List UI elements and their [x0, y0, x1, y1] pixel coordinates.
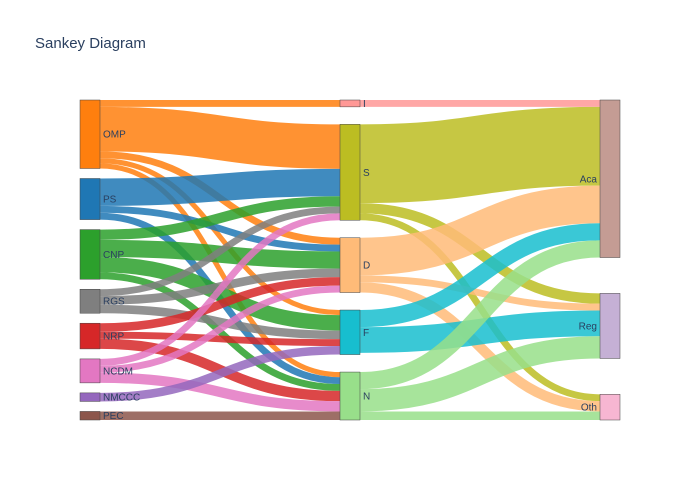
node-label-cnp: CNP — [103, 250, 124, 261]
chart-title: Sankey Diagram — [35, 35, 146, 52]
node-omp — [79, 99, 101, 169]
node-label-nrp: NRP — [103, 332, 124, 343]
node-label-nmccc: NMCCC — [103, 393, 140, 404]
link-nmccc-to-f — [99, 345, 341, 402]
link-nrp-to-d — [99, 277, 341, 332]
link-ps-to-s — [99, 168, 341, 206]
node-ncdm — [79, 358, 101, 384]
node-label-rgs: RGS — [103, 297, 125, 308]
node-rgs — [79, 288, 101, 314]
node-label-d: D — [363, 261, 370, 272]
node-nmccc — [79, 392, 101, 402]
link-ncdm-to-d — [99, 285, 341, 373]
node-n — [339, 371, 361, 421]
node-reg — [599, 293, 621, 359]
nodes-layer — [79, 99, 621, 421]
link-s-to-aca — [359, 106, 601, 204]
link-f-to-aca — [359, 223, 601, 328]
node-d — [339, 237, 361, 293]
link-omp-to-f — [99, 158, 341, 316]
node-label-aca: Aca — [580, 174, 598, 185]
link-ps-to-d — [99, 205, 341, 252]
node-label-s: S — [363, 168, 370, 179]
node-ps — [79, 178, 101, 220]
node-nrp — [79, 322, 101, 350]
link-nrp-to-f — [99, 331, 341, 346]
node-label-oth: Oth — [581, 403, 597, 414]
node-i — [339, 99, 361, 108]
link-rgs-to-s — [99, 206, 341, 297]
link-rgs-to-f — [99, 304, 341, 340]
link-ncdm-to-n — [99, 372, 341, 412]
node-s — [339, 124, 361, 221]
node-label-reg: Reg — [579, 321, 597, 332]
node-label-f: F — [363, 328, 369, 339]
link-ncdm-to-s — [99, 213, 341, 366]
node-f — [339, 309, 361, 355]
node-label-ps: PS — [103, 195, 117, 206]
node-label-omp: OMP — [103, 130, 126, 141]
link-omp-to-s — [99, 106, 341, 169]
node-label-ncdm: NCDM — [103, 366, 133, 377]
link-n-to-aca — [359, 240, 601, 390]
node-label-pec: PEC — [103, 411, 124, 422]
link-f-to-reg — [359, 310, 601, 353]
node-oth — [599, 394, 621, 421]
node-label-n: N — [363, 392, 370, 403]
node-label-i: I — [363, 99, 366, 110]
node-pec — [79, 411, 101, 421]
link-d-to-oth — [359, 282, 601, 412]
link-n-to-reg — [359, 336, 601, 412]
node-aca — [599, 99, 621, 258]
link-omp-to-n — [99, 163, 341, 378]
link-d-to-aca — [359, 185, 601, 276]
node-cnp — [79, 229, 101, 280]
link-cnp-to-s — [99, 196, 341, 240]
links-layer — [99, 100, 601, 420]
link-s-to-reg — [359, 203, 601, 304]
link-d-to-reg — [359, 275, 601, 311]
